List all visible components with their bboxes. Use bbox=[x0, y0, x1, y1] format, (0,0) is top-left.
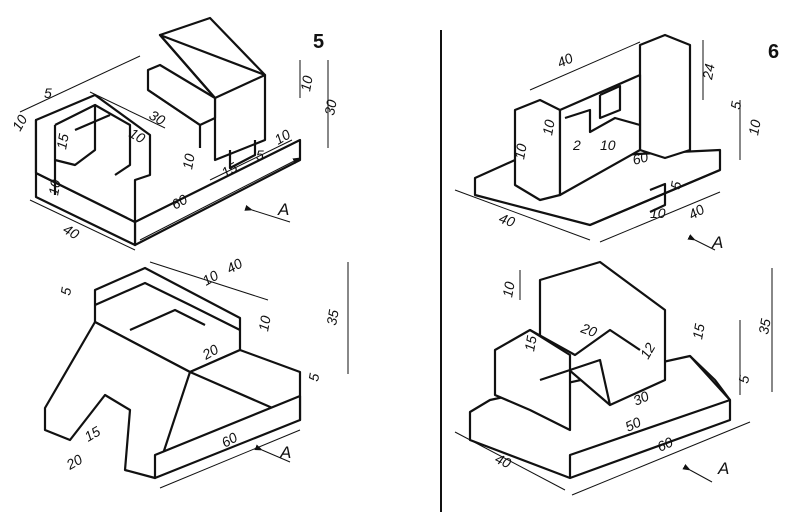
dim-label: 15 bbox=[53, 132, 71, 150]
dim-label: 40 bbox=[224, 255, 246, 277]
part-5-bottom: 5 10 40 10 35 20 5 15 20 60 A bbox=[43, 255, 349, 489]
dim-label: 10 bbox=[297, 74, 315, 92]
panel-6: 6 40 24 5 10 10 10 bbox=[454, 33, 779, 496]
dim-label: 60 bbox=[169, 191, 191, 213]
view-direction-label: A bbox=[279, 443, 291, 462]
dim-label: 40 bbox=[686, 201, 708, 223]
dim-label: 5 bbox=[57, 286, 74, 297]
dim-label: 5 bbox=[667, 180, 684, 191]
dim-label: 30 bbox=[321, 98, 339, 116]
dim-label: 15 bbox=[219, 159, 241, 181]
dim-label: 10 bbox=[127, 125, 149, 147]
dim-label: 24 bbox=[699, 62, 718, 81]
dim-label: 10 bbox=[45, 178, 63, 196]
dim-label: 10 bbox=[200, 267, 222, 289]
dim-label: 20 bbox=[578, 319, 599, 340]
dim-label: 15 bbox=[521, 334, 539, 352]
dim-label: 10 bbox=[600, 137, 616, 153]
dim-label: 60 bbox=[631, 148, 650, 168]
dim-label: 5 bbox=[44, 85, 52, 101]
dim-label: 35 bbox=[323, 308, 341, 326]
part-5-top-dimensions: 10 5 30 10 15 10 40 60 10 15 5 10 10 30 … bbox=[9, 55, 340, 251]
dim-label: 30 bbox=[147, 107, 169, 129]
part-6-bottom-dimensions: 10 20 15 15 35 12 5 30 50 40 60 A bbox=[454, 268, 774, 496]
dim-label: 20 bbox=[63, 451, 86, 473]
dim-label: 10 bbox=[179, 152, 197, 170]
part-6-top: 40 24 5 10 10 10 2 10 60 5 10 40 40 A bbox=[454, 33, 764, 252]
dim-label: 10 bbox=[539, 118, 557, 136]
dim-label: 40 bbox=[497, 210, 517, 230]
view-direction-label: A bbox=[717, 459, 729, 478]
dim-label: 5 bbox=[735, 374, 752, 385]
dim-label: 40 bbox=[555, 50, 576, 71]
part-5-top: 10 5 30 10 15 10 40 60 10 15 5 10 10 30 … bbox=[9, 16, 340, 251]
dim-label: 2 bbox=[572, 137, 581, 153]
dim-label: 35 bbox=[755, 317, 773, 335]
view-direction-label: A bbox=[711, 233, 723, 252]
panel-5: 5 bbox=[9, 16, 349, 489]
dim-label: 10 bbox=[9, 112, 31, 134]
view-direction-label: A bbox=[277, 200, 289, 219]
dim-label: 10 bbox=[511, 142, 529, 160]
dim-label: 10 bbox=[255, 314, 273, 332]
dim-label: 10 bbox=[499, 280, 517, 298]
dim-label: 12 bbox=[637, 340, 659, 362]
dim-label: 5 bbox=[256, 147, 264, 163]
dim-label: 60 bbox=[219, 429, 241, 451]
dim-label: 10 bbox=[272, 126, 294, 148]
part-5-bottom-dimensions: 5 10 40 10 35 20 5 15 20 60 A bbox=[57, 255, 349, 489]
dim-label: 60 bbox=[655, 434, 676, 455]
dim-label: 40 bbox=[61, 221, 83, 243]
dim-label: 15 bbox=[82, 423, 104, 445]
part-6-top-dimensions: 40 24 5 10 10 10 2 10 60 5 10 40 40 A bbox=[454, 40, 764, 252]
panel-6-label: 6 bbox=[768, 41, 779, 63]
dim-label: 5 bbox=[727, 100, 744, 111]
dim-label: 15 bbox=[689, 322, 707, 340]
dim-label: 30 bbox=[631, 388, 652, 409]
dim-label: 40 bbox=[493, 450, 514, 471]
part-6-bottom: 10 20 15 15 35 12 5 30 50 40 60 A bbox=[454, 260, 774, 496]
panel-5-label: 5 bbox=[313, 31, 324, 53]
dim-label: 50 bbox=[623, 414, 644, 435]
dim-label: 10 bbox=[650, 205, 666, 221]
dim-label: 10 bbox=[745, 118, 763, 136]
dim-label: 20 bbox=[199, 341, 222, 363]
dim-label: 5 bbox=[305, 372, 322, 383]
